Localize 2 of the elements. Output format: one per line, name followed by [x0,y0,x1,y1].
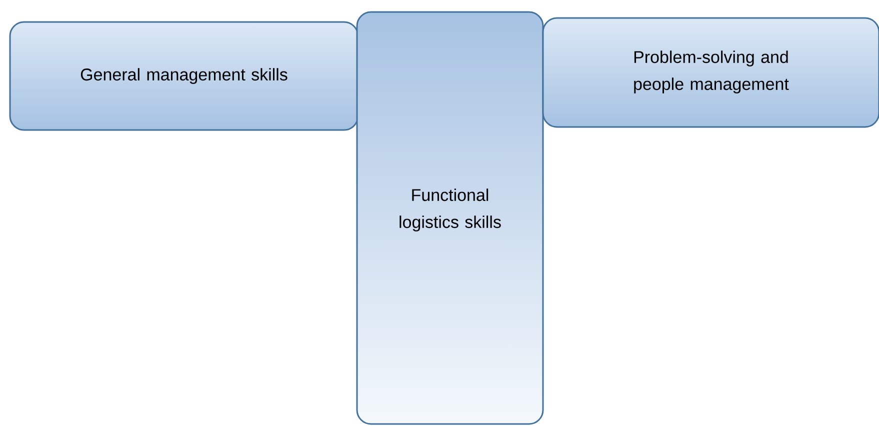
rounded-box: General management skills [9,21,359,131]
rounded-box: Problem-solving and people management [542,17,879,128]
